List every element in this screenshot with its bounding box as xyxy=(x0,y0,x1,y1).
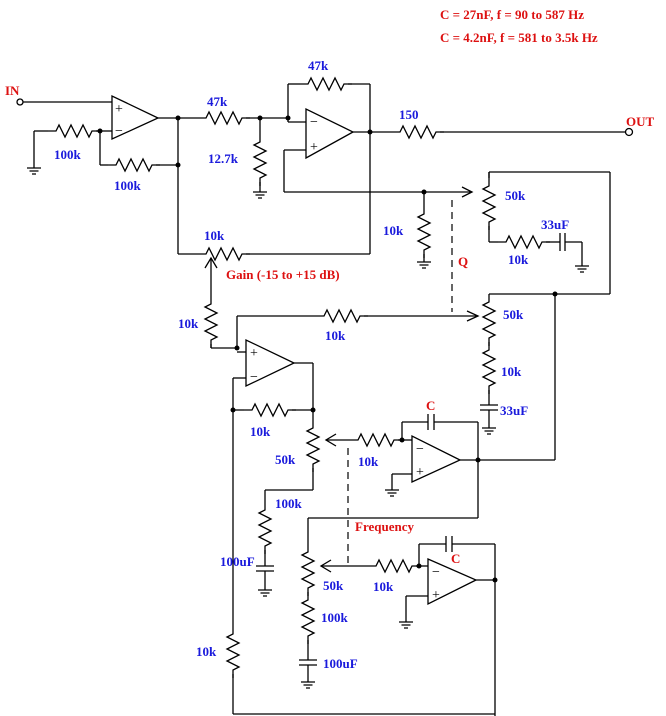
note-c1: C = 27nF, f = 90 to 587 Hz xyxy=(440,7,584,22)
label-r-150: 150 xyxy=(399,107,419,122)
svg-text:+: + xyxy=(250,346,258,361)
svg-text:+: + xyxy=(310,140,318,155)
resistor-f1-10k xyxy=(349,433,403,447)
label-r-in-100k-a: 100k xyxy=(54,147,82,162)
potentiometer-freq-1-50k[interactable] xyxy=(306,419,320,473)
label-pot-f1-50k: 50k xyxy=(275,452,296,467)
opamp-buffer: + − xyxy=(111,94,160,141)
svg-text:+: + xyxy=(432,588,440,603)
svg-text:−: − xyxy=(310,115,318,130)
svg-text:−: − xyxy=(416,442,424,457)
label-pot-gain: 10k xyxy=(204,228,225,243)
label-r-f2-10k: 10k xyxy=(373,579,394,594)
resistor-f2-10k xyxy=(367,559,421,573)
label-r-10k-bottom: 10k xyxy=(196,644,217,659)
resistor-10k-mid xyxy=(315,309,369,323)
opamp-integrator-1: − + xyxy=(411,434,462,484)
potentiometer-mid-50k[interactable] xyxy=(482,293,496,347)
resistor-10k-left xyxy=(204,295,218,349)
label-r-mid-10k: 10k xyxy=(501,364,522,379)
label-r-12k7: 12.7k xyxy=(208,151,239,166)
resistor-10k-bottom xyxy=(226,625,240,679)
label-pot-mid-50k: 50k xyxy=(503,307,524,322)
svg-text:−: − xyxy=(250,370,258,385)
resistor-150 xyxy=(391,125,445,139)
potentiometer-q-50k[interactable] xyxy=(482,177,496,231)
label-r-100k-f1: 100k xyxy=(275,496,303,511)
label-c-int-1: C xyxy=(426,398,435,413)
output-terminal xyxy=(624,127,634,137)
resistor-10k-ground xyxy=(417,205,431,259)
resistor-q-10k xyxy=(497,235,551,249)
potentiometer-freq-2-50k[interactable] xyxy=(301,543,315,597)
label-c-100uf-f2: 100uF xyxy=(323,656,358,671)
frequency-control-label[interactable]: Frequency xyxy=(355,519,414,534)
opamp-summing: − + xyxy=(305,107,355,160)
label-r-q-10k: 10k xyxy=(508,252,529,267)
resistor-47k-feedback xyxy=(299,77,353,91)
q-control-label[interactable]: Q xyxy=(458,254,468,269)
svg-text:−: − xyxy=(115,124,123,139)
resistor-47k-series xyxy=(197,111,251,125)
opamp-integrator-2: − + xyxy=(427,558,478,606)
svg-text:+: + xyxy=(416,465,424,480)
resistor-100k-b xyxy=(107,158,161,172)
input-label: IN xyxy=(5,83,20,98)
label-c-mid-33uf: 33uF xyxy=(500,403,528,418)
label-r-10k-left: 10k xyxy=(178,316,199,331)
svg-text:−: − xyxy=(432,565,440,580)
label-r-47k-feedback: 47k xyxy=(308,58,329,73)
label-r-f1-10k: 10k xyxy=(358,454,379,469)
label-pot-f2-50k: 50k xyxy=(323,578,344,593)
label-pot-q-50k: 50k xyxy=(505,188,526,203)
label-r-10k-mid: 10k xyxy=(325,328,346,343)
resistor-100k-a xyxy=(47,124,101,138)
opamp-buffer-mid: + − xyxy=(245,338,296,388)
label-c-100uf-f1: 100uF xyxy=(220,554,255,569)
output-label: OUT xyxy=(626,114,655,129)
label-r-47k-series: 47k xyxy=(207,94,228,109)
potentiometer-gain-10k[interactable] xyxy=(197,247,251,261)
label-r-10k-ground: 10k xyxy=(383,223,404,238)
gain-control-label[interactable]: Gain (-15 to +15 dB) xyxy=(226,267,340,282)
label-r-in-100k-b: 100k xyxy=(114,178,142,193)
resistor-mid-10k xyxy=(482,341,496,395)
label-r-10k-feedback: 10k xyxy=(250,424,271,439)
input-terminal xyxy=(16,98,24,106)
resistor-10k-feedback xyxy=(243,403,297,417)
label-r-100k-f2: 100k xyxy=(321,610,349,625)
resistor-f2-100k xyxy=(301,591,315,645)
resistor-f1-100k xyxy=(258,501,272,555)
label-c-q-33uf: 33uF xyxy=(541,217,569,232)
label-c-int-2: C xyxy=(451,551,460,566)
resistor-12k7 xyxy=(253,133,267,187)
note-c2: C = 4.2nF, f = 581 to 3.5k Hz xyxy=(440,30,598,45)
svg-text:+: + xyxy=(115,102,123,117)
